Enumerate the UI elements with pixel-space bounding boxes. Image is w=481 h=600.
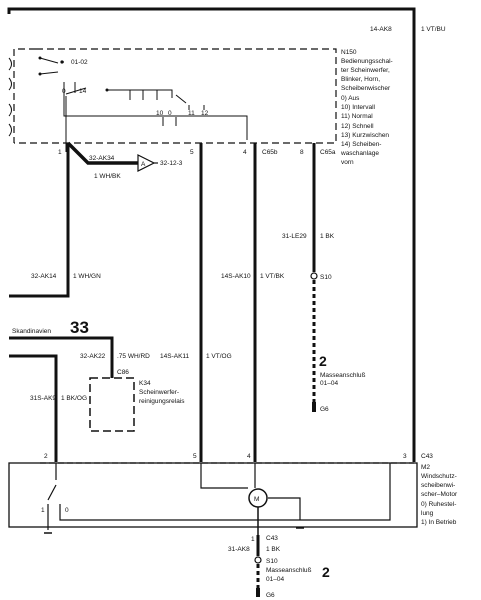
contact-label-11: 11: [188, 110, 195, 117]
connector-a-ref: 32-12-3: [160, 160, 183, 167]
ground-g6-bottom: [256, 588, 260, 597]
bottom-ground-id: G6: [266, 592, 275, 599]
ground-line2: 01–04: [320, 380, 338, 387]
wire-le29: 31-LE29 1 BK S10 2 Masseanschluß 01–04 G…: [282, 143, 366, 413]
contact-label-0b: 0: [168, 110, 172, 117]
m2-bottom-pin: 1: [251, 536, 255, 543]
connector-a-letter: A: [141, 161, 146, 168]
m2-pin-4: 4: [247, 453, 251, 460]
motor-switch-1: 1: [41, 507, 45, 514]
n150-desc-line: waschanlage: [340, 150, 379, 157]
wire-code: 32-AK34: [89, 155, 115, 162]
relay-line1: Scheinwerfer-: [139, 389, 179, 396]
bottom-c43: C43: [266, 535, 278, 542]
m2-pin-3: 3: [403, 453, 407, 460]
contact-label-14: 14: [79, 88, 87, 95]
m2-desc-line: scher–Motor: [421, 491, 458, 498]
m2-id: M2: [421, 464, 430, 471]
wire-code: 31S-AK9: [30, 395, 56, 402]
skandinavien-label: Skandinavien: [12, 328, 51, 335]
bottom-ground: C43 31-AK8 1 BK S10 Masseanschluß 2 01–0…: [228, 535, 330, 599]
motor-box: [8, 462, 418, 528]
m2-pin-5: 5: [193, 453, 197, 460]
relay-k34-box: [89, 377, 135, 432]
wire-spec: 1 WH/GN: [73, 273, 101, 280]
wire-code: 14S-AK11: [160, 353, 190, 360]
m2-desc-line: scheibenwi-: [421, 482, 455, 489]
m2-desc-line: lung: [421, 510, 434, 517]
bottom-wire-code: 31-AK8: [228, 546, 250, 553]
supply-wire-14-ak8: 14-AK8 1 VT/BU: [7, 7, 446, 462]
splice-label: S10: [320, 274, 332, 281]
n150-desc-line: Bedienungsschal-: [341, 58, 393, 65]
motor-label: M: [254, 496, 259, 503]
wire-spec: 1 WH/BK: [94, 173, 121, 180]
wire-ak11: 14S-AK11 1 VT/OG: [160, 143, 232, 462]
n150-desc-line: 13) Kurzwischen: [341, 132, 389, 139]
skandinavien-number: 33: [70, 318, 89, 337]
wire-ak34: A 32-12-3 32-AK34 1 WH/BK 32-AK14 1 WH/G…: [9, 141, 183, 298]
wire-code: 14S-AK10: [221, 273, 251, 280]
n150-desc-line: 11) Normal: [341, 113, 373, 120]
pin-8: 8: [300, 149, 304, 156]
n150-id: N150: [341, 49, 357, 56]
switch-n150: 01-02 0 14 10 0 11 12 N150 Bedienungssch…: [8, 48, 393, 166]
wire-spec: 1 VT/BK: [260, 273, 285, 280]
m2-pin-2: 2: [44, 453, 48, 460]
ground-id: G6: [320, 406, 329, 413]
n150-desc-line: 0) Aus: [341, 95, 360, 102]
pin-c65a: C65a: [320, 149, 336, 156]
motor-m2: 2 5 4 3 C43 1 0 M 1 M2 Windschutz- schei…: [8, 453, 458, 543]
splice-s10-bottom: [254, 556, 262, 564]
bottom-ground-line2: 01–04: [266, 576, 284, 583]
wire-spec: 1 VT/BU: [421, 26, 446, 33]
m2-c43: C43: [421, 453, 433, 460]
wire-code: 32-AK22: [80, 353, 106, 360]
wire-spec: 1 BK/OG: [61, 395, 87, 402]
ground-line1: Masseanschluß: [320, 372, 366, 379]
wire-code: 32-AK14: [31, 273, 57, 280]
bottom-splice-label: S10: [266, 558, 278, 565]
relay-id: K34: [139, 380, 151, 387]
n150-desc-line: 14) Scheiben-: [341, 141, 381, 148]
n150-desc-line: 10) Intervall: [341, 104, 376, 111]
bottom-ground-line1: Masseanschluß: [266, 567, 312, 574]
wire-spec: 1 VT/OG: [206, 353, 232, 360]
pin-4: 4: [243, 149, 247, 156]
pin-c65b: C65b: [262, 149, 278, 156]
n150-desc-line: Blinker, Horn,: [341, 76, 380, 83]
bottom-wire-spec: 1 BK: [266, 546, 281, 553]
m2-desc-line: Windschutz-: [421, 473, 457, 480]
contact-label-0: 0: [62, 88, 66, 95]
contact-dot: [38, 56, 42, 60]
splice-s10: [310, 272, 318, 280]
pin-5: 5: [190, 149, 194, 156]
contact-label-12: 12: [201, 110, 209, 117]
m2-desc-line: 0) Ruhestel-: [421, 501, 456, 508]
wire-spec: .75 WH/RD: [117, 353, 150, 360]
wire-ak10: 14S-AK10 1 VT/BK: [221, 143, 285, 462]
skandinavien-section: Skandinavien 33 32-AK22 .75 WH/RD 31S-AK…: [9, 318, 185, 462]
contact-label-10: 10: [156, 110, 164, 117]
pin-1: 1: [58, 149, 62, 156]
wire-code: 31-LE29: [282, 233, 307, 240]
relay-line2: reinigungsrelais: [139, 398, 185, 405]
wire-spec: 1 BK: [320, 233, 335, 240]
bottom-ground-number: 2: [322, 564, 330, 580]
m2-desc-line: 1) In Betrieb: [421, 519, 457, 526]
n150-desc-line: vorn: [341, 159, 354, 166]
connector-a: [137, 154, 156, 172]
wire-code: 14-AK8: [370, 26, 392, 33]
contact-label-01-02: 01-02: [71, 59, 88, 66]
n150-desc-line: ter Scheinwerfer,: [341, 67, 390, 74]
n150-desc-line: Scheibenwischer: [341, 85, 391, 92]
relay-pin: C86: [117, 369, 129, 376]
ground-g6-mark: [312, 402, 316, 412]
ground-ref-number: 2: [319, 353, 327, 369]
n150-desc-line: 12) Schnell: [341, 123, 374, 130]
motor-switch-0: 0: [65, 507, 69, 514]
